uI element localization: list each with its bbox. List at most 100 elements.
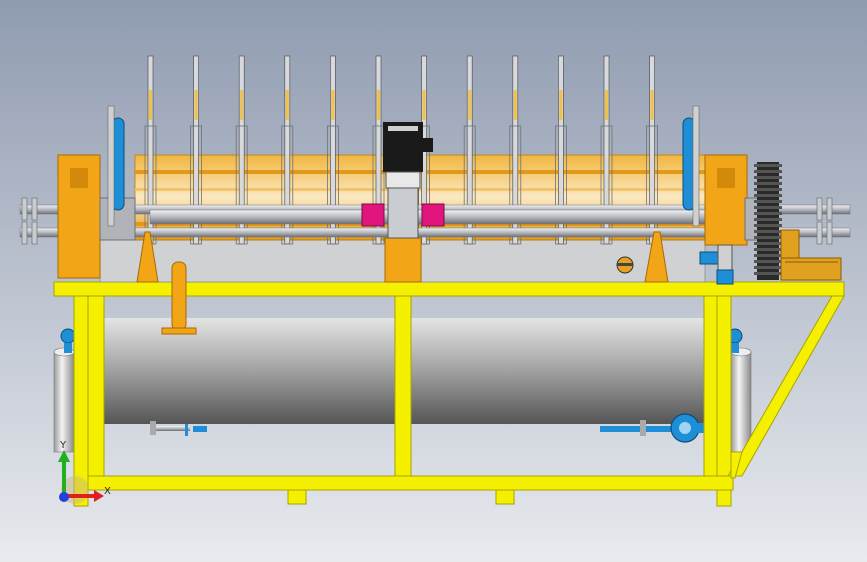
y-axis-label: Y — [59, 440, 67, 451]
left-cylinder[interactable] — [53, 351, 75, 453]
filter-disc[interactable] — [555, 55, 567, 245]
lower-shaft[interactable] — [19, 227, 851, 238]
pump-body[interactable] — [387, 187, 419, 239]
right-pipe-connector[interactable] — [421, 203, 445, 227]
flange-icon[interactable] — [826, 197, 833, 221]
gearbox-bracket — [780, 229, 800, 263]
disc-segment — [555, 125, 567, 245]
disc-scraper — [194, 90, 198, 120]
bottom-frame-beam[interactable] — [87, 475, 734, 491]
x-axis-label: X — [104, 486, 111, 497]
coordinate-triad: Y X — [58, 440, 111, 504]
flange-icon[interactable] — [816, 221, 823, 245]
left-pipe-connector[interactable] — [361, 203, 385, 227]
left-drain-flange — [150, 421, 156, 435]
gear-tooth — [754, 182, 782, 185]
flange-icon[interactable] — [826, 221, 833, 245]
gear-teeth — [754, 164, 782, 275]
motor-fan-cap — [388, 126, 418, 131]
left-post[interactable] — [87, 295, 105, 477]
feed-pipe[interactable] — [161, 261, 197, 335]
disc-segment — [463, 125, 476, 245]
gear-tooth — [754, 188, 782, 191]
right-scraper-rail — [692, 105, 700, 227]
support-frame[interactable] — [53, 281, 845, 507]
z-axis-dot — [59, 492, 69, 502]
left-scraper-rail — [107, 105, 115, 227]
left-bearing-cap — [70, 168, 88, 188]
valve-icon[interactable] — [60, 328, 76, 344]
right-outer-post[interactable] — [716, 295, 732, 507]
right-support-cone[interactable] — [644, 231, 669, 283]
gear-tooth — [754, 224, 782, 227]
disc-segment — [326, 125, 339, 245]
frame-foot — [287, 489, 307, 505]
shaft-end-flanges[interactable] — [21, 197, 833, 245]
valve-stem — [731, 343, 739, 353]
gear-tooth — [754, 236, 782, 239]
scraper-arms[interactable] — [107, 105, 700, 227]
gear-tooth — [754, 260, 782, 263]
gear-tooth — [754, 194, 782, 197]
filter-disc[interactable] — [190, 55, 203, 245]
disc-scraper — [650, 90, 654, 120]
disc-segment — [235, 125, 248, 245]
diagonal-brace[interactable] — [727, 295, 845, 477]
bottom-pipes[interactable] — [150, 413, 717, 443]
gear-tooth — [754, 176, 782, 179]
disc-segment — [372, 125, 385, 245]
flange-bore — [679, 422, 691, 434]
pump-motor-unit[interactable] — [361, 122, 445, 283]
disc-scraper — [422, 90, 426, 120]
filter-disc[interactable] — [235, 55, 248, 245]
gear-tooth — [754, 254, 782, 257]
filter-disc[interactable] — [372, 55, 385, 245]
left-drain-handle[interactable] — [193, 426, 207, 432]
flange-icon[interactable] — [31, 197, 38, 221]
disc-scraper — [468, 90, 472, 120]
feed-pipe-flange — [161, 327, 197, 335]
gear-tooth — [754, 242, 782, 245]
left-outer-post[interactable] — [73, 295, 89, 507]
filter-disc[interactable] — [600, 55, 613, 245]
gear-tooth — [754, 272, 782, 275]
disc-scraper — [285, 90, 289, 120]
filter-disc[interactable] — [281, 55, 294, 245]
gear-tooth — [754, 200, 782, 203]
right-bearing-cap — [717, 168, 735, 188]
disc-segment — [600, 125, 613, 245]
disc-scraper — [377, 90, 380, 120]
disc-segment — [281, 125, 294, 245]
flange-icon[interactable] — [21, 221, 28, 245]
disc-scraper — [149, 90, 152, 120]
flange-icon[interactable] — [21, 197, 28, 221]
flange-icon[interactable] — [31, 221, 38, 245]
brace-joint — [730, 451, 743, 479]
left-support-cone[interactable] — [136, 231, 159, 283]
motor-coupling — [385, 171, 421, 189]
gear-tooth — [754, 212, 782, 215]
pump-base[interactable] — [384, 237, 422, 283]
disc-segment — [509, 125, 522, 245]
flange-icon[interactable] — [816, 197, 823, 221]
gear-tooth — [754, 248, 782, 251]
feed-pipe-vertical[interactable] — [171, 261, 187, 331]
right-elbow-pipe[interactable] — [699, 244, 734, 285]
tapered-supports[interactable] — [136, 231, 669, 283]
disc-scraper — [605, 90, 608, 120]
gear-tooth — [754, 230, 782, 233]
gear-tooth — [754, 266, 782, 269]
disc-scraper — [513, 90, 517, 120]
disc-scraper — [331, 90, 335, 120]
gear-icon[interactable] — [754, 162, 842, 281]
filter-disc[interactable] — [509, 55, 522, 245]
gearbox-base[interactable] — [780, 257, 842, 281]
filter-disc[interactable] — [326, 55, 339, 245]
middle-post[interactable] — [394, 295, 412, 477]
right-cylinder[interactable] — [730, 351, 752, 453]
filter-disc[interactable] — [463, 55, 476, 245]
left-drain-valve[interactable] — [185, 424, 188, 436]
right-drain-flange — [640, 420, 646, 436]
